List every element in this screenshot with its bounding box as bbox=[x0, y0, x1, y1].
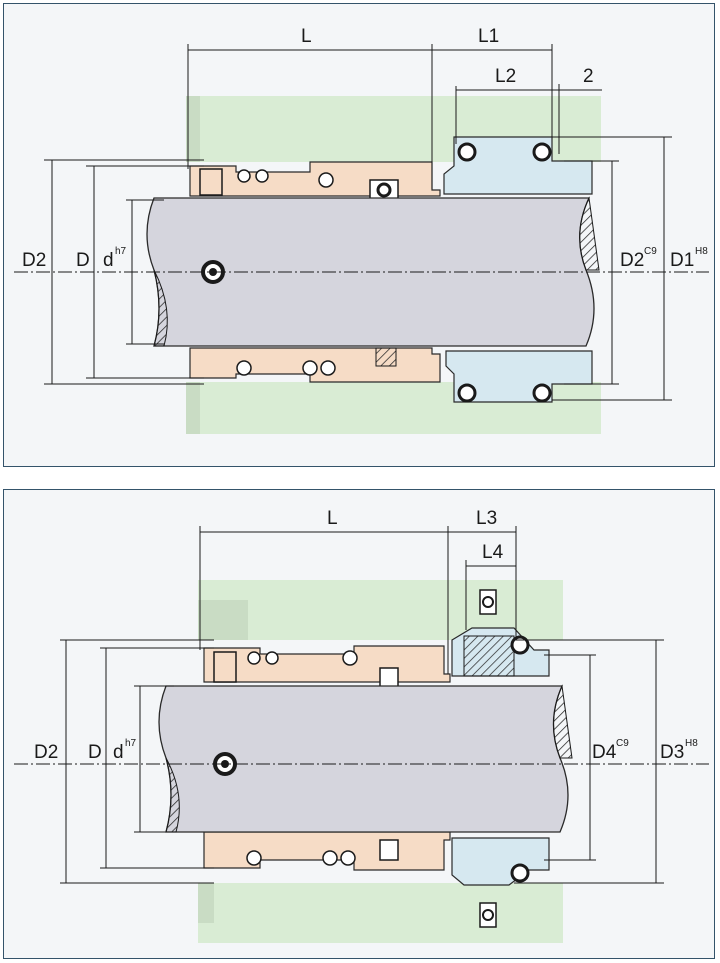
top-seal-drawing: L L1 L2 2 D2 D d h7 D2 C9 D1 H8 bbox=[14, 26, 709, 434]
shaft-break-hatch-right bbox=[579, 196, 600, 271]
housing-face-stipple-lower bbox=[186, 382, 200, 434]
dim-sup-h7: h7 bbox=[115, 246, 127, 257]
dim-label-2: 2 bbox=[583, 66, 594, 87]
stationary-seat-lower bbox=[445, 350, 593, 403]
spring-ball-lower-2 bbox=[302, 360, 318, 376]
dim-label-d-left: d bbox=[103, 250, 114, 271]
dim-label-D2-left: D2 bbox=[34, 742, 58, 763]
spring-ball-lower-1 bbox=[246, 850, 262, 866]
dim-sup-C9: C9 bbox=[616, 738, 629, 749]
rotating-head-upper bbox=[189, 161, 441, 197]
dim-label-D2-left: D2 bbox=[22, 250, 46, 271]
stationary-seat-lower bbox=[451, 837, 550, 886]
set-screw-box-upper bbox=[213, 651, 237, 683]
gland-pin-lower-ring bbox=[482, 909, 494, 921]
dim-label-L1: L1 bbox=[478, 26, 499, 47]
dim-label-L3: L3 bbox=[476, 508, 497, 529]
shaft-break-hatch-right bbox=[552, 684, 573, 759]
spring-ball-lower-2 bbox=[322, 850, 338, 866]
housing-face-stipple-upper bbox=[186, 96, 200, 162]
spring-ball-lower-1 bbox=[236, 360, 252, 376]
dim-label-L: L bbox=[301, 26, 312, 47]
spring-ball-upper-3 bbox=[342, 650, 358, 666]
bottom-seal-drawing: L L3 L4 D2 D d h7 D4 C9 D3 H8 bbox=[14, 508, 709, 943]
dim-label-D3-right: D3 bbox=[660, 742, 684, 763]
seat-o-ring-upper-1 bbox=[457, 142, 477, 162]
dim-sup-C9: C9 bbox=[644, 246, 657, 257]
spring-ball-upper-1 bbox=[247, 651, 261, 665]
stationary-seat-upper bbox=[443, 136, 593, 195]
seat-o-ring-lower-1 bbox=[457, 383, 477, 403]
set-screw-box-upper bbox=[199, 168, 223, 196]
spring-ball-lower-3 bbox=[320, 360, 336, 376]
wedge-lower bbox=[375, 347, 397, 367]
seat-o-ring-upper-2 bbox=[532, 142, 552, 162]
bottom-seal-diagram-panel: L L3 L4 D2 D d h7 D4 C9 D3 H8 bbox=[3, 489, 715, 959]
spring-ball-upper-2 bbox=[265, 651, 279, 665]
top-seal-diagram-panel: L L1 L2 2 D2 D d h7 D2 C9 D1 H8 bbox=[3, 3, 715, 467]
housing-face-stipple-upper bbox=[198, 600, 248, 640]
seat-hatch-upper bbox=[463, 635, 515, 677]
drive-pin-upper bbox=[379, 667, 399, 689]
seat-o-ring-lower-2 bbox=[532, 383, 552, 403]
dim-label-D2-right: D2 bbox=[620, 250, 644, 271]
spring-ball-upper-3 bbox=[318, 172, 334, 188]
spring-ball-upper-2 bbox=[255, 169, 269, 183]
spring-ball-upper-1 bbox=[237, 169, 251, 183]
dim-sup-H8: H8 bbox=[695, 246, 708, 257]
dim-sup-H8: H8 bbox=[685, 738, 698, 749]
gland-pin-upper-ring bbox=[482, 596, 494, 608]
housing-lower bbox=[198, 883, 563, 943]
dim-label-L4: L4 bbox=[482, 542, 504, 563]
dim-sup-h7: h7 bbox=[125, 738, 137, 749]
shaft-break-hatch-left bbox=[153, 269, 168, 347]
dim-label-L2: L2 bbox=[495, 66, 516, 87]
dim-label-d-left: d bbox=[113, 742, 124, 763]
drive-pin-lower bbox=[379, 839, 399, 861]
housing-face-stipple-lower bbox=[198, 883, 214, 923]
o-ring-upper bbox=[376, 182, 392, 198]
dim-label-D-left: D bbox=[88, 742, 102, 763]
dim-label-D4-right: D4 bbox=[592, 742, 617, 763]
seat-o-ring-lower bbox=[510, 863, 530, 883]
spring-ball-lower-3 bbox=[340, 850, 356, 866]
seat-o-ring-upper bbox=[510, 635, 530, 655]
dim-label-L: L bbox=[327, 508, 338, 529]
dim-label-D-left: D bbox=[76, 250, 90, 271]
rotating-head-upper bbox=[203, 645, 451, 683]
dim-label-D1-right: D1 bbox=[670, 250, 694, 271]
